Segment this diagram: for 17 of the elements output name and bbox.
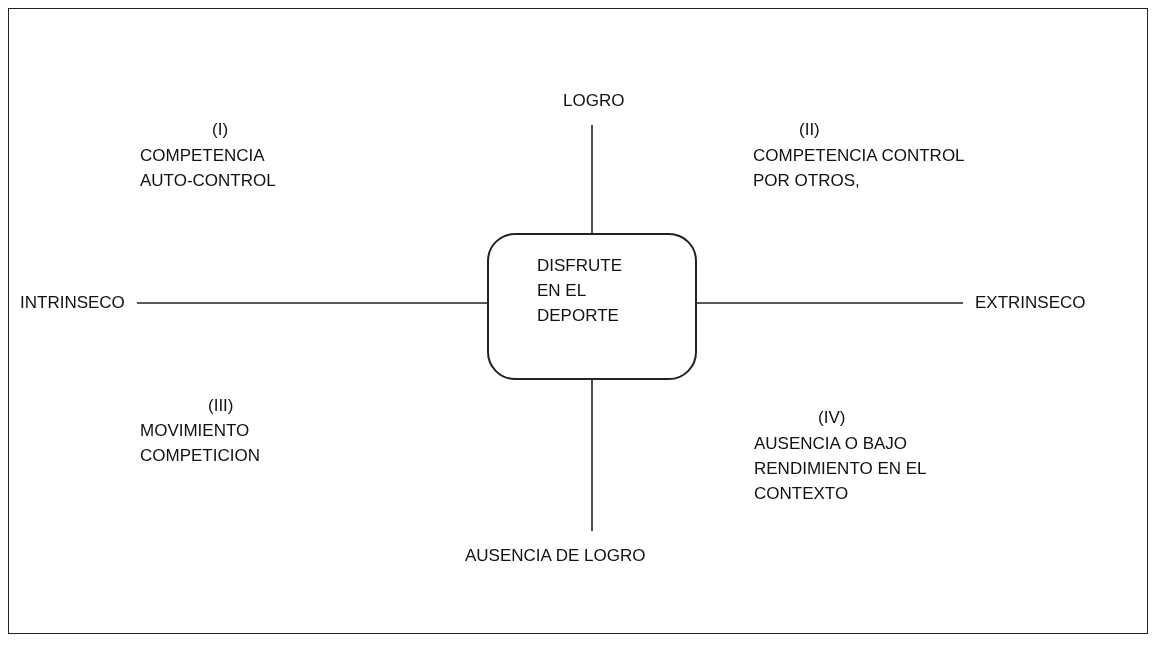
quadrant-text: MOVIMIENTO COMPETICION xyxy=(140,420,261,467)
quadrant-text: COMPETENCIA CONTROL POR OTROS, xyxy=(753,145,965,192)
axis-label: INTRINSECO xyxy=(20,290,125,315)
center-box: DISFRUTE EN EL DEPORTE xyxy=(487,233,697,380)
axis-label: LOGRO xyxy=(563,88,625,113)
connector-line xyxy=(591,124,593,234)
quadrant-text: AUSENCIA O BAJO RENDIMIENTO EN EL CONTEXTO xyxy=(754,433,927,505)
roman-numeral: (I) xyxy=(212,119,229,141)
roman-numeral: (II) xyxy=(799,119,820,141)
roman-numeral: (III) xyxy=(208,395,234,417)
axis-label: AUSENCIA DE LOGRO xyxy=(465,543,646,568)
connector-line xyxy=(591,379,593,532)
axis-label: EXTRINSECO xyxy=(975,290,1086,315)
connector-line xyxy=(696,302,964,304)
roman-numeral: (IV) xyxy=(818,407,846,429)
connector-line xyxy=(136,302,488,304)
quadrant-text: COMPETENCIA AUTO-CONTROL xyxy=(140,145,277,192)
